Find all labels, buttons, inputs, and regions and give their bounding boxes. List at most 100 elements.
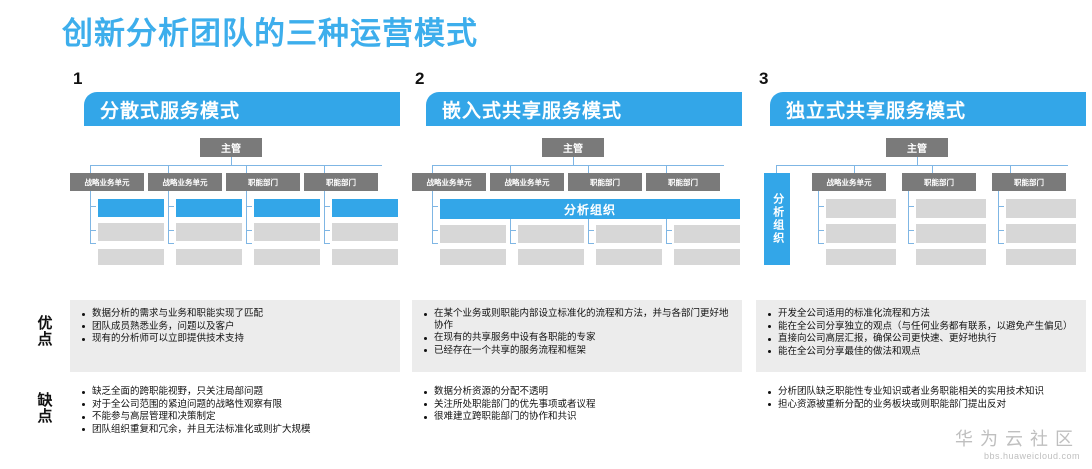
column-number-1: 1 [73, 69, 83, 88]
watermark-url: bbs.huaweicloud.com [983, 451, 1080, 461]
tick-1-4a [324, 206, 330, 207]
team-cell-3-3a [1006, 199, 1076, 218]
list-item: 对于全公司范围的紧迫问题的战略性观察有限 [80, 399, 390, 411]
list-item: 已经存在一个共享的服务流程和框架 [422, 345, 732, 357]
team-cell-2-4a [674, 225, 740, 243]
team-cell-2-3a [596, 225, 662, 243]
list-item: 团队组织重复和冗余，并且无法标准化或则扩大规模 [80, 424, 390, 436]
analytics-cell-1-4 [332, 199, 398, 217]
tick-2-1c [432, 243, 438, 244]
team-cell-1-2b [176, 249, 242, 265]
team-cell-1-3b [254, 249, 320, 265]
list-item: 很难建立跨职能部门的协作和共识 [422, 411, 732, 423]
spine-1-2 [168, 191, 169, 243]
analytics-bar-3: 分析组织 [764, 173, 790, 265]
drop-line-1-3 [246, 165, 247, 173]
tick-1-3c [246, 243, 252, 244]
dept-box-2-3: 职能部门 [568, 173, 642, 191]
pros-list-3: 开发全公司适用的标准化流程和方法 能在全公司分享独立的观点（与任何业务都有联系，… [766, 308, 1076, 357]
list-item: 分析团队缺乏职能性专业知识或者业务职能相关的实用技术知识 [766, 386, 1076, 398]
tick-2-1b [432, 230, 438, 231]
column-banner-label-2: 嵌入式共享服务模式 [442, 100, 623, 122]
drop-line-2-2 [510, 165, 511, 173]
team-cell-3-3c [1006, 249, 1076, 265]
dept-box-1-3: 职能部门 [226, 173, 300, 191]
list-item: 在现有的共享服务中设有各职能的专家 [422, 332, 732, 344]
watermark-main: 华为云社区 [955, 429, 1080, 450]
org-chart-3: 主管 分析组织 战略业务单元 职能部门 职能部门 [756, 138, 1086, 278]
team-cell-2-1a [440, 225, 506, 243]
list-item: 能在全公司分享最佳的做法和观点 [766, 346, 1076, 358]
analytics-bar-label-3: 分析组织 [771, 193, 784, 245]
row-label-pros: 优 点 [28, 316, 62, 348]
org-bus-3 [776, 165, 1068, 166]
team-cell-3-2b [916, 224, 986, 243]
tick-2-1a [432, 206, 438, 207]
team-cell-1-1a [98, 223, 164, 241]
analytics-bar-label-2: 分析组织 [563, 202, 616, 217]
column-banner-label-1: 分散式服务模式 [100, 100, 241, 122]
tick-1-1c [90, 243, 96, 244]
row-label-cons: 缺 点 [28, 393, 62, 425]
list-item: 开发全公司适用的标准化流程和方法 [766, 308, 1076, 320]
tick-1-3b [246, 230, 252, 231]
boss-stem-3 [917, 157, 918, 165]
boss-stem-2 [573, 157, 574, 165]
drop-line-3-3 [1010, 165, 1011, 173]
list-item: 数据分析的需求与业务和职能实现了匹配 [80, 308, 390, 320]
boss-box-3: 主管 [886, 138, 948, 157]
team-cell-2-2a [518, 225, 584, 243]
row-label-cons-char1: 缺 [37, 392, 53, 409]
team-cell-3-1a [826, 199, 896, 218]
list-item: 现有的分析师可以立即提供技术支持 [80, 333, 390, 345]
org-chart-2: 主管 战略业务单元 战略业务单元 职能部门 职能部门 分析组织 [412, 138, 742, 278]
team-cell-2-2b [518, 249, 584, 265]
dept-box-2-4: 职能部门 [646, 173, 720, 191]
tick-3-1a [818, 206, 824, 207]
row-label-pros-char1: 优 [37, 315, 53, 332]
list-item: 缺乏全面的跨职能视野，只关注局部问题 [80, 386, 390, 398]
list-item: 关注所处职能部门的优先事项或者议程 [422, 399, 732, 411]
spine-1-1 [90, 191, 91, 243]
row-label-cons-char2: 点 [37, 407, 53, 425]
row-label-pros-char2: 点 [37, 330, 53, 348]
drop-line-2-4 [666, 165, 667, 173]
tick-1-2b [168, 230, 174, 231]
column-banner-3: 独立式共享服务模式 [770, 92, 1086, 126]
dept-box-3-1: 战略业务单元 [812, 173, 886, 191]
cons-panel-3: 分析团队缺乏职能性专业知识或者业务职能相关的实用技术知识 担心资源被重新分配的业… [756, 378, 1086, 452]
tick-3-3c [998, 243, 1004, 244]
drop-line-1-1 [90, 165, 91, 173]
org-chart-1: 主管 战略业务单元 战略业务单元 职能部门 职能部门 [70, 138, 400, 278]
column-number-3: 3 [759, 69, 769, 88]
dept-box-1-2: 战略业务单元 [148, 173, 222, 191]
team-cell-3-2a [916, 199, 986, 218]
dept-box-1-1: 战略业务单元 [70, 173, 144, 191]
drop-line-3-1 [854, 165, 855, 173]
tick-3-2b [908, 230, 914, 231]
tick-2-2b [510, 230, 516, 231]
org-bus-2 [432, 165, 724, 166]
drop-line-3-2 [932, 165, 933, 173]
column-banner-1: 分散式服务模式 [84, 92, 400, 126]
spine-2-1 [432, 191, 433, 243]
drop-line-1-2 [168, 165, 169, 173]
team-cell-1-2a [176, 223, 242, 241]
tick-3-2a [908, 206, 914, 207]
spine-3-1 [818, 191, 819, 243]
team-cell-3-1c [826, 249, 896, 265]
list-item: 担心资源被重新分配的业务板块或则职能部门提出反对 [766, 399, 1076, 411]
tick-2-3c [588, 243, 594, 244]
pros-panel-2: 在某个业务或则职能内部设立标准化的流程和方法，并与各部门更好地协作 在现有的共享… [412, 300, 742, 372]
team-cell-1-4a [332, 223, 398, 241]
watermark: 华为云社区 bbs.huaweicloud.com [955, 429, 1080, 461]
cons-panel-2: 数据分析资源的分配不透明 关注所处职能部门的优先事项或者议程 很难建立跨职能部门… [412, 378, 742, 452]
tick-2-2c [510, 243, 516, 244]
team-cell-2-4b [674, 249, 740, 265]
team-cell-1-1b [98, 249, 164, 265]
analytics-cell-1-1 [98, 199, 164, 217]
spine-3-3 [998, 191, 999, 243]
dept-box-1-4: 职能部门 [304, 173, 378, 191]
list-item: 团队成员熟悉业务，问题以及客户 [80, 321, 390, 333]
tick-3-2c [908, 243, 914, 244]
